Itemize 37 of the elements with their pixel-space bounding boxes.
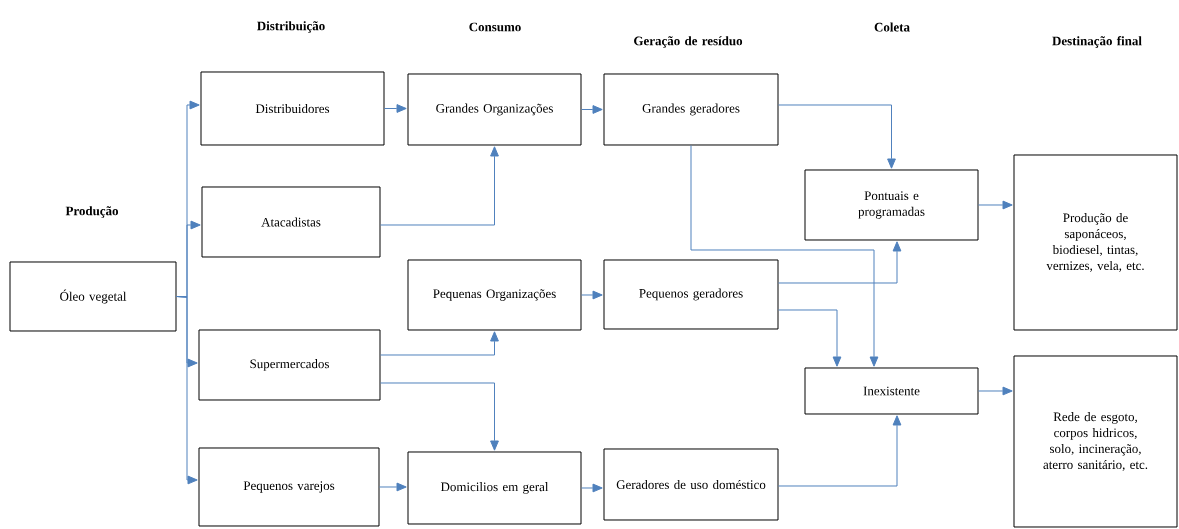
arrow [690, 145, 879, 367]
process-box: Distribuidores [200, 71, 385, 146]
process-box: Pequenas Organizações [407, 259, 582, 331]
process-box: Inexistente [804, 367, 979, 415]
arrow [778, 104, 896, 169]
process-box: Pequenos varejos [198, 447, 380, 527]
arrow [380, 382, 499, 451]
process-box: Grandes geradores [603, 73, 779, 146]
process-box: Geradores de uso doméstico [603, 448, 779, 521]
arrow [380, 146, 499, 226]
process-box: Pequenos geradores [603, 259, 779, 330]
arrow [778, 241, 902, 284]
process-box: Pontuais e programadas [804, 169, 979, 241]
process-box: Domicilios em geral [407, 451, 582, 525]
process-box: Produção de saponáceos, biodiesel, tintas, vernizes, vela, etc. [1013, 154, 1178, 331]
process-box: Supermercados [198, 329, 381, 401]
stage-heading: Coleta [874, 22, 910, 32]
arrow [380, 331, 499, 356]
stage-heading: Consumo [469, 22, 521, 32]
stage-heading: Distribuição [257, 21, 325, 33]
process-box: Óleo vegetal [9, 261, 177, 332]
arrow [379, 482, 407, 492]
process-box: Rede de esgoto, corpos hidricos, solo, incineração, aterro sanitário, etc. [1013, 355, 1178, 528]
arrow [176, 296, 198, 485]
arrow [978, 386, 1013, 396]
arrow [581, 290, 603, 300]
stage-heading: Geração de resíduo [634, 36, 743, 48]
stage-heading: Produção [65, 206, 118, 218]
stage-heading: Destinação final [1052, 36, 1142, 48]
process-box: Atacadistas [201, 186, 381, 258]
arrow [778, 309, 842, 367]
arrow [978, 200, 1013, 210]
process-box: Grandes Organizações [407, 73, 582, 146]
arrow [581, 483, 603, 493]
arrow [581, 105, 603, 114]
arrow [778, 415, 902, 487]
arrow [384, 104, 407, 113]
